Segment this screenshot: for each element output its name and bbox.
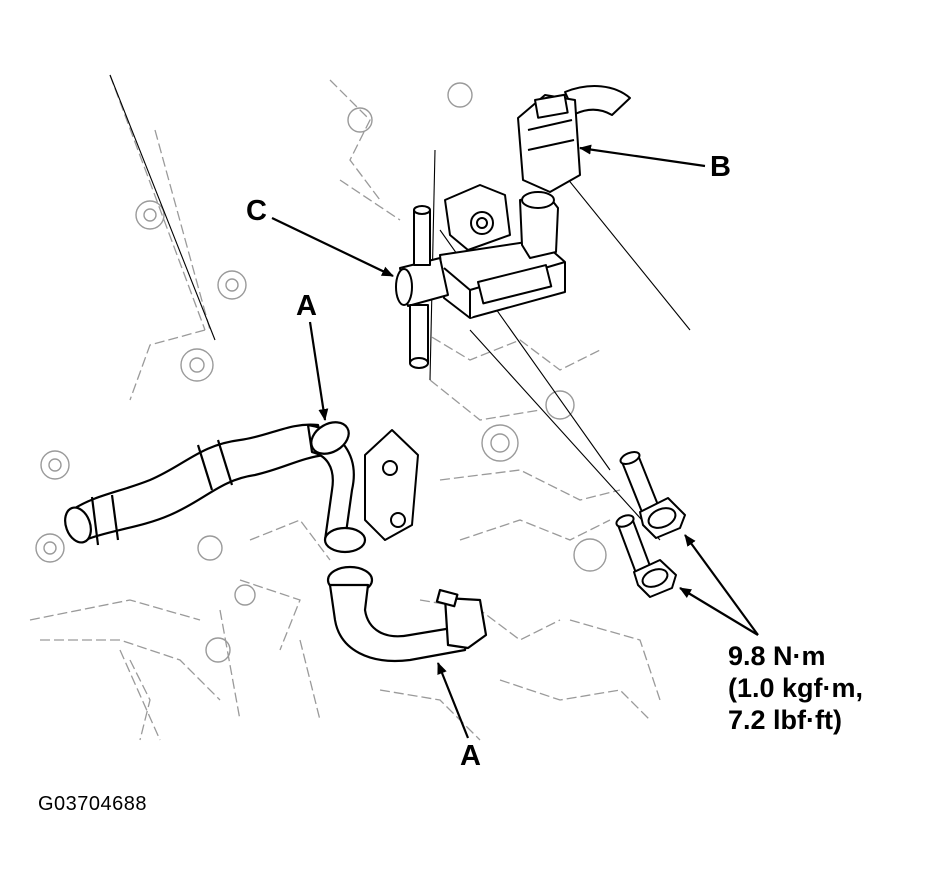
figure-code: G03704688 [38, 793, 148, 815]
upper-hose [64, 421, 367, 554]
leader-torque-1 [684, 534, 759, 636]
torque-nm: 9.8 N·m [728, 641, 826, 671]
leader-c [271, 217, 394, 277]
callout-b: B [710, 151, 731, 183]
callout-a-upper: A [296, 290, 317, 322]
leader-b [579, 144, 706, 168]
torque-spec: 9.8 N·m (1.0 kgf·m, 7.2 lbf·ft) [728, 640, 863, 736]
lower-hose [326, 565, 488, 662]
leader-torque-2 [679, 587, 759, 636]
callout-c: C [246, 195, 267, 227]
leader-lines [271, 144, 759, 739]
mounting-bolts [615, 451, 686, 598]
solenoid-valve [395, 184, 566, 369]
callout-a-lower: A [460, 740, 481, 772]
torque-kgfm: (1.0 kgf·m, [728, 673, 864, 703]
torque-lbfft: 7.2 lbf·ft) [728, 705, 842, 735]
harness-connector [517, 85, 631, 193]
leader-a-lower [436, 662, 470, 739]
hose-bracket [364, 429, 419, 541]
leader-a-upper [308, 321, 329, 421]
engine-bosses [35, 82, 607, 663]
